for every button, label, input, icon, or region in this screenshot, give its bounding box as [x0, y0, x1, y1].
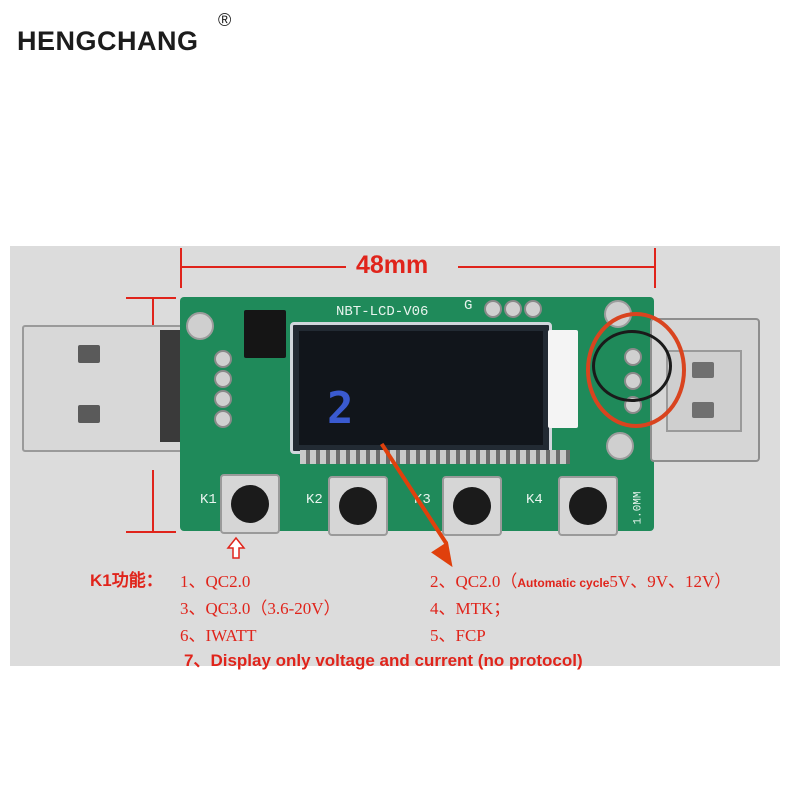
button-k1[interactable] — [220, 474, 280, 534]
ic-chip — [244, 310, 286, 358]
solder-pad — [484, 300, 502, 318]
solder-pad — [214, 370, 232, 388]
caption-item-1: 1、QC2.0 — [180, 572, 251, 591]
button-label-k1: K1 — [200, 492, 217, 508]
solder-pad — [214, 390, 232, 408]
width-left-tick — [180, 248, 182, 288]
usb-contact-hole — [692, 362, 714, 378]
board-model-label: NBT-LCD-V06 — [336, 304, 429, 320]
height-line-bottom — [152, 470, 154, 531]
lcd-display: 2 — [290, 322, 552, 454]
caption-item-5: 5、FCP — [430, 626, 486, 645]
width-line-right — [458, 266, 654, 268]
button-cap — [453, 487, 491, 525]
height-bottom-tick — [126, 531, 176, 533]
caption-item-6: 6、IWATT — [180, 626, 257, 645]
button-k2[interactable] — [328, 476, 388, 536]
caption-item-2-small: Automatic cycle — [517, 576, 610, 590]
button-cap — [569, 487, 607, 525]
button-label-k2: K2 — [306, 492, 323, 508]
red-wire — [586, 312, 686, 428]
brand-logo: HENGCHANG ® — [0, 0, 283, 84]
button-cap — [339, 487, 377, 525]
solder-pad — [214, 350, 232, 368]
usb-contact-hole — [78, 405, 100, 423]
caption-item-4: 4、MTK； — [430, 599, 511, 618]
button-cap — [231, 485, 269, 523]
width-right-tick — [654, 248, 656, 288]
button-k4[interactable] — [558, 476, 618, 536]
height-top-tick — [126, 297, 176, 299]
resistor-label: 1.0MM — [632, 491, 645, 525]
width-line-left — [180, 266, 346, 268]
mounting-hole — [606, 432, 634, 460]
lcd-screen: 2 — [299, 331, 543, 445]
button-k3[interactable] — [442, 476, 502, 536]
caption-item-2-text: 2、QC2.0（ — [430, 572, 518, 591]
usb-contact-hole — [78, 345, 100, 363]
solder-pad — [214, 410, 232, 428]
up-arrow-icon — [226, 536, 246, 559]
caption-item-2-suffix: 5V、9V、12V） — [609, 572, 732, 591]
lcd-connector — [548, 330, 578, 428]
solder-pad — [524, 300, 542, 318]
usb-male-connector — [22, 325, 186, 452]
usb-contact-hole — [692, 402, 714, 418]
black-wire — [592, 330, 672, 402]
caption-item-3: 3、QC3.0（3.6-20V） — [180, 599, 341, 618]
mounting-hole — [186, 312, 214, 340]
lcd-pin-row — [300, 450, 570, 464]
caption-item-2: 2、QC2.0（Automatic cycle5V、9V、12V） — [430, 567, 731, 592]
width-label: 48mm — [356, 251, 429, 279]
pin-g-label: G — [464, 298, 473, 314]
registered-mark: ® — [218, 10, 232, 30]
k1-function-label: K1功能： — [90, 571, 163, 590]
button-label-k4: K4 — [526, 492, 543, 508]
brand-name: HENGCHANG — [17, 26, 199, 56]
caption-item-7: 7、Display only voltage and current (no p… — [184, 651, 583, 670]
lcd-digit: 2 — [327, 383, 354, 434]
solder-pad — [504, 300, 522, 318]
